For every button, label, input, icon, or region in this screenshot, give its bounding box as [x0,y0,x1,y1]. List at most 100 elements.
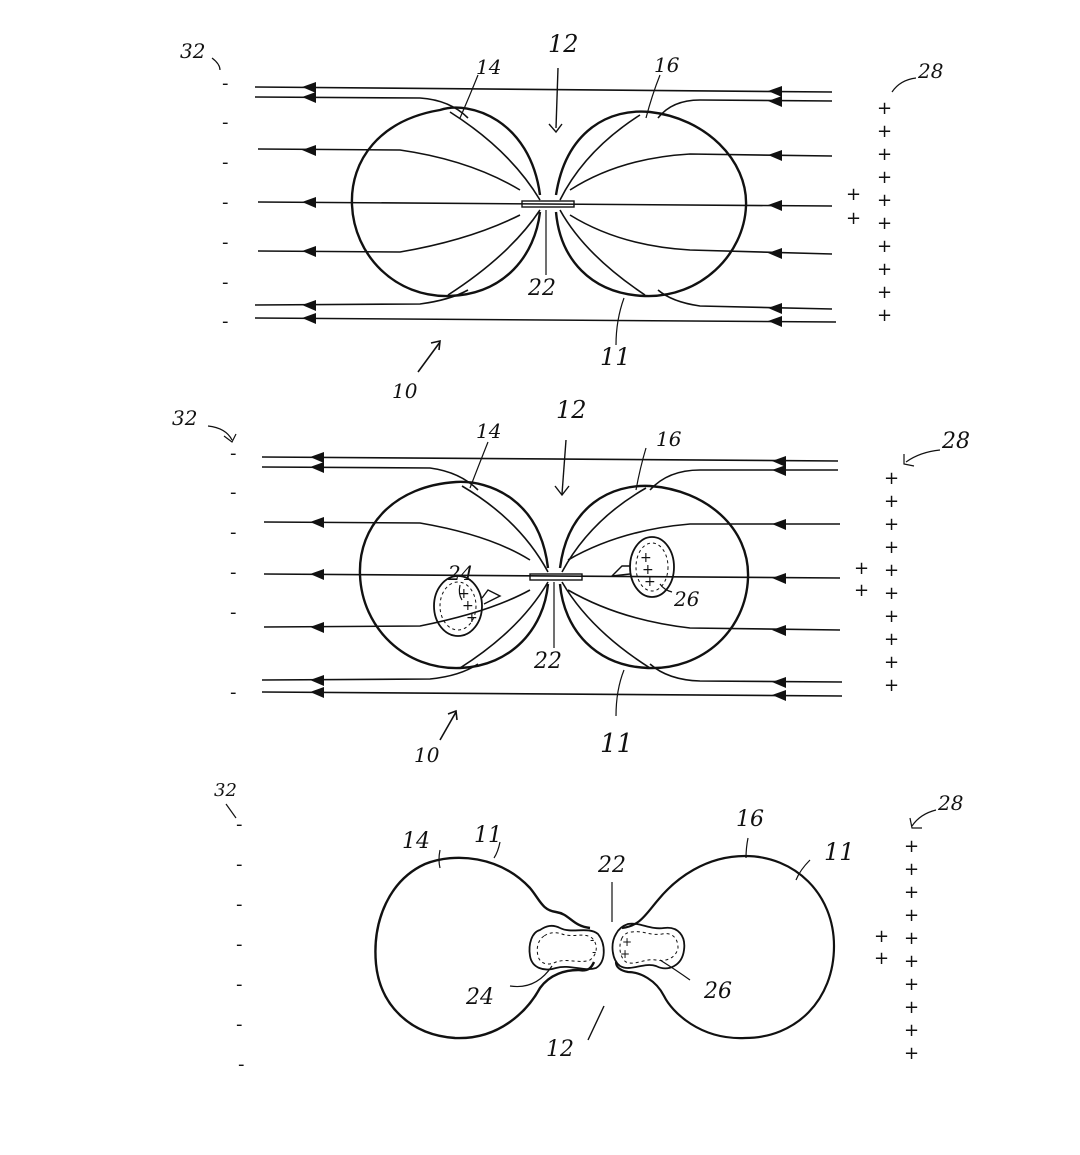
plus-sign: + [877,98,892,119]
leader-line [745,837,749,859]
arrowhead [772,625,786,636]
plus-sign: + [877,213,892,234]
left-organelle [528,924,605,971]
minus-sign: - [222,272,229,293]
plus-sign: + [877,167,892,188]
leader-line [587,1005,605,1041]
arrowhead [768,303,782,314]
leader-line [430,339,441,351]
leader-line [615,669,625,717]
plus-sign: + [904,882,919,903]
label-assembly-ref: 10 [392,379,418,403]
label-right-cell-ref: 16 [654,53,680,77]
minus-sign: - [236,974,243,995]
label-junction-ref: 22 [597,853,626,878]
plus-sign: + [854,580,869,601]
organelle-plus: + [640,550,652,566]
label-membrane-ref: 11 [600,343,631,371]
leader-line [659,959,691,981]
field-line-inner [459,581,549,669]
label-junction-ref: 22 [533,649,562,674]
plus-sign: + [884,537,899,558]
leader-line [225,803,237,819]
field-line [257,148,521,191]
arrowhead [302,197,316,208]
field-line-inner [559,114,641,201]
leader-line [438,849,441,869]
minus-sign: - [222,73,229,94]
right-organelle-pointer [610,565,631,577]
label-right-cell-ref: 16 [656,427,682,451]
plus-sign: + [884,491,899,512]
right-cell [558,484,750,670]
leader-line [211,57,221,71]
arrowhead [768,150,782,161]
plus-sign: + [884,583,899,604]
leader-line [548,123,563,134]
minus-sign: - [230,443,237,464]
label-plate-ref: 28 [937,791,963,815]
organelle-minus: - [592,945,596,959]
figure-middle [207,425,941,741]
minus-sign: - [230,482,237,503]
label-junction-ref: 22 [527,276,556,301]
field-line [254,289,469,306]
plus-sign: + [846,208,861,229]
plus-sign: + [877,305,892,326]
right-organelle-inner [619,931,679,964]
field-line [261,456,839,462]
leader-line [207,425,233,441]
leader-line [561,439,567,495]
leader-line [469,441,489,489]
arrowhead [302,246,316,257]
organelle-plus: + [642,562,654,578]
plus-sign: + [877,190,892,211]
plus-sign: + [904,951,919,972]
field-line-inner [559,209,646,296]
field-line [569,214,833,255]
right-organelle [611,922,686,970]
minus-sign: - [230,562,237,583]
plus-sign: + [884,629,899,650]
left-organelle [433,575,483,637]
right-cell [554,110,748,298]
arrowhead [310,462,324,473]
plus-sign: + [877,259,892,280]
leader-line [645,74,661,119]
field-line [567,589,841,631]
field-line-inner [561,581,651,669]
figure-bottom-labels: 32 14 11 16 11 22 24 26 12 28 - - - - - … [214,780,963,1075]
left-organelle-inner [439,581,477,631]
left-organelle-inner [536,932,597,965]
leader-line [554,485,570,497]
field-line-inner [447,209,541,296]
left-cell [374,856,596,1040]
leader-line [459,74,479,119]
minus-sign: - [230,522,237,543]
leader-line [439,711,457,741]
label-plate-ref: 28 [941,429,970,454]
plus-sign: + [884,468,899,489]
arrowhead [310,675,324,686]
label-left-cell-ref: 14 [476,55,501,79]
plus-sign: + [904,836,919,857]
arrowhead [768,86,782,97]
minus-sign: - [236,854,243,875]
plus-sign: + [884,652,899,673]
arrowhead [302,82,316,93]
plus-sign: + [904,905,919,926]
left-cell [358,480,550,670]
plus-sign: + [904,928,919,949]
field-line [649,663,843,683]
arrowhead [302,300,316,311]
arrowhead [768,248,782,259]
leader-line [223,433,237,443]
field-line [657,289,833,310]
leader-line [493,841,501,859]
arrowhead [302,92,316,103]
minus-sign: - [222,112,229,133]
plus-sign: + [854,558,869,579]
minus-sign: - [236,934,243,955]
organelle-minus: - [590,933,594,947]
label-left-cell-ref: 14 [476,419,501,443]
